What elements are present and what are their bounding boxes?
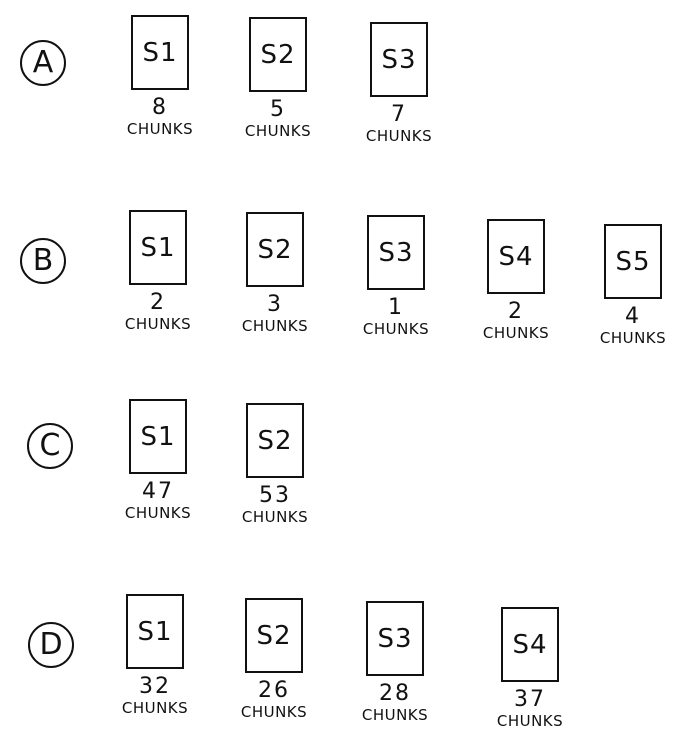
shard: S4 37 CHUNKS	[490, 607, 570, 729]
shard-box: S4	[487, 219, 545, 294]
chunk-count: 1	[388, 295, 404, 320]
chunk-count: 7	[391, 102, 407, 127]
shard: S4 2 CHUNKS	[476, 219, 556, 341]
shard: S2 5 CHUNKS	[238, 17, 318, 139]
scenario-row-a: A S1 8 CHUNKS S2 5 CHUNKS S3 7 CHUNKS	[0, 10, 687, 160]
scenario-label: A	[20, 40, 66, 86]
shard-box: S2	[246, 403, 304, 478]
chunk-count: 32	[139, 674, 171, 699]
shard-box: S2	[245, 598, 303, 673]
shard-box: S1	[129, 399, 187, 474]
chunk-count: 37	[514, 687, 546, 712]
chunk-count: 26	[258, 678, 290, 703]
shard: S5 4 CHUNKS	[593, 224, 673, 346]
scenario-label: C	[27, 423, 73, 469]
chunk-unit: CHUNKS	[244, 122, 312, 140]
chunk-count: 28	[379, 681, 411, 706]
shard-box: S3	[367, 215, 425, 290]
chunk-count: 5	[270, 97, 286, 122]
shard: S2 3 CHUNKS	[235, 212, 315, 334]
chunk-unit: CHUNKS	[365, 127, 433, 145]
shard: S3 1 CHUNKS	[356, 215, 436, 337]
scenario-row-b: B S1 2 CHUNKS S2 3 CHUNKS S3 1 CHUNKS S4…	[0, 208, 687, 358]
chunk-count: 3	[267, 292, 283, 317]
shard: S1 8 CHUNKS	[120, 15, 200, 137]
chunk-unit: CHUNKS	[361, 706, 429, 724]
chunk-count: 47	[142, 479, 174, 504]
chunk-unit: CHUNKS	[599, 329, 667, 347]
scenario-row-c: C S1 47 CHUNKS S2 53 CHUNKS	[0, 393, 687, 543]
chunk-unit: CHUNKS	[241, 508, 309, 526]
shard: S3 7 CHUNKS	[359, 22, 439, 144]
chunk-count: 53	[259, 483, 291, 508]
chunk-unit: CHUNKS	[240, 703, 308, 721]
shard: S2 53 CHUNKS	[235, 403, 315, 525]
shard: S2 26 CHUNKS	[234, 598, 314, 720]
chunk-unit: CHUNKS	[482, 324, 550, 342]
shard: S1 47 CHUNKS	[118, 399, 198, 521]
scenario-label: B	[20, 238, 66, 284]
shard-box: S3	[366, 601, 424, 676]
scenario-row-d: D S1 32 CHUNKS S2 26 CHUNKS S3 28 CHUNKS…	[0, 592, 687, 742]
chunk-unit: CHUNKS	[241, 317, 309, 335]
chunk-unit: CHUNKS	[124, 504, 192, 522]
chunk-unit: CHUNKS	[362, 320, 430, 338]
shard-box: S4	[501, 607, 559, 682]
shard-box: S5	[604, 224, 662, 299]
chunk-unit: CHUNKS	[124, 315, 192, 333]
shard: S3 28 CHUNKS	[355, 601, 435, 723]
chunk-count: 8	[152, 95, 168, 120]
shard: S1 32 CHUNKS	[115, 594, 195, 716]
scenario-label: D	[28, 622, 74, 668]
shard-box: S3	[370, 22, 428, 97]
chunk-count: 2	[508, 299, 524, 324]
chunk-count: 2	[150, 290, 166, 315]
chunk-unit: CHUNKS	[496, 712, 564, 730]
shard-box: S1	[131, 15, 189, 90]
shard: S1 2 CHUNKS	[118, 210, 198, 332]
shard-box: S1	[129, 210, 187, 285]
shard-box: S1	[126, 594, 184, 669]
shard-box: S2	[246, 212, 304, 287]
chunk-unit: CHUNKS	[126, 120, 194, 138]
chunk-unit: CHUNKS	[121, 699, 189, 717]
chunk-count: 4	[625, 304, 641, 329]
shard-box: S2	[249, 17, 307, 92]
